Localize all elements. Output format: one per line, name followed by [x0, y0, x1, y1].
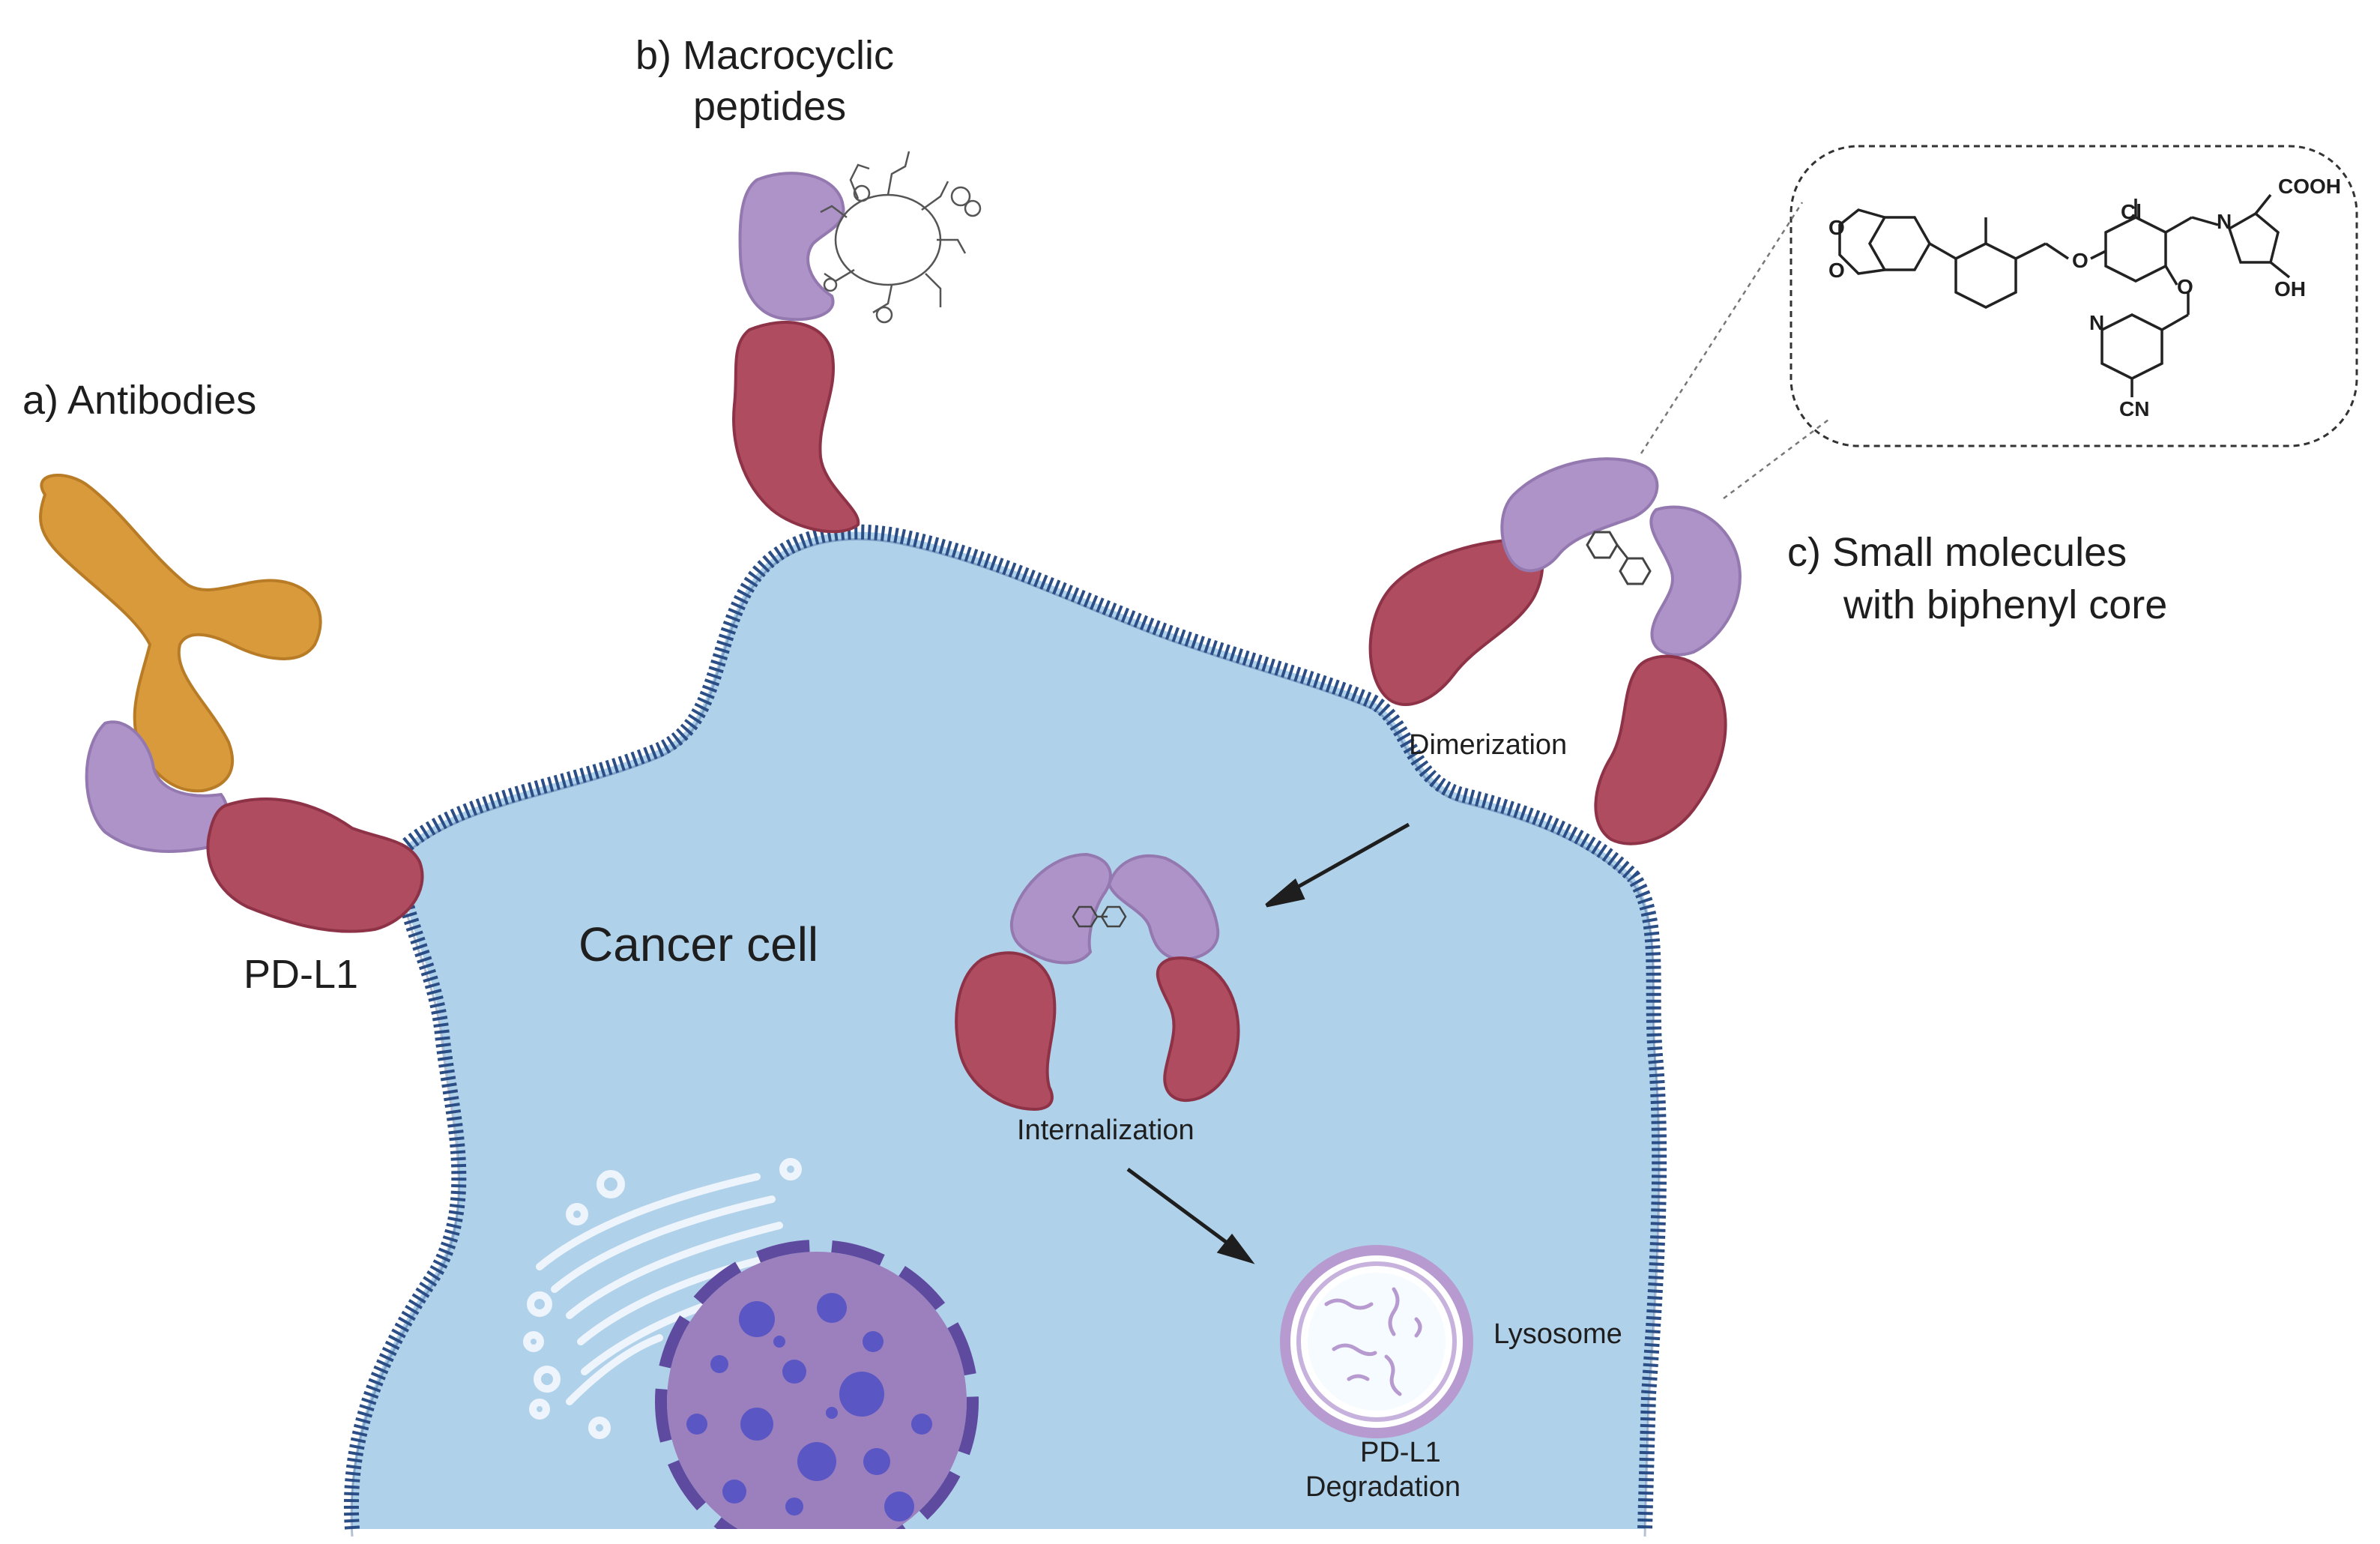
label-pd-l1: PD-L1 — [244, 952, 358, 997]
cell-membrane — [344, 524, 1667, 1530]
arrow-dimerization-to-internalization — [1265, 822, 1410, 908]
chem-label-cooh: COOH — [2278, 175, 2341, 198]
pd-l1-protein-internal-2 — [1156, 956, 1240, 1103]
pd-l1-protein-internal-1 — [955, 951, 1057, 1112]
chem-label-oh: OH — [2274, 277, 2306, 301]
nucleus-icon — [655, 1240, 979, 1529]
golgi-icon — [523, 1158, 802, 1439]
internalized-dimer-complex — [955, 852, 1240, 1112]
chem-label-o3: O — [2072, 249, 2088, 272]
receptor-domain-internal-1 — [1009, 852, 1112, 965]
label-small-molecules-line2: with biphenyl core — [1843, 582, 2167, 627]
lysosome-icon — [1280, 1245, 1473, 1438]
chem-label-o1: O — [1828, 216, 1845, 239]
pd-l1-protein-left — [206, 797, 424, 933]
chem-label-n-ring: N — [2089, 311, 2104, 334]
label-degradation-line2: Degradation — [1305, 1471, 1461, 1503]
receptor-domain-dimer-2 — [1649, 505, 1742, 657]
biphenyl-icon — [1072, 905, 1127, 928]
pd-l1-protein-right-1 — [1368, 537, 1544, 706]
antibody-complex — [39, 474, 424, 933]
chem-label-o4: O — [2177, 275, 2193, 298]
small-molecule-dimer-complex — [1368, 457, 1742, 845]
chem-label-o2: O — [1828, 259, 1845, 282]
label-small-molecules-line1: c) Small molecules — [1787, 530, 2127, 575]
label-lysosome: Lysosome — [1493, 1318, 1622, 1350]
chemical-structure-callout: COOH Cl N O O O O OH N CN — [1640, 145, 2358, 499]
pd-l1-protein-right-2 — [1594, 654, 1727, 845]
biphenyl-icon — [1586, 531, 1652, 585]
pd-l1-protein-middle — [732, 321, 860, 534]
macrocyclic-complex — [732, 151, 982, 534]
label-internalization: Internalization — [1017, 1115, 1194, 1146]
receptor-domain-dimer-1 — [1500, 457, 1659, 573]
label-degradation-line1: PD-L1 — [1360, 1437, 1441, 1468]
chemical-structure-bonds — [1838, 193, 2291, 397]
label-antibodies: a) Antibodies — [22, 378, 256, 423]
cell-membrane-inner — [350, 538, 1661, 1537]
receptor-domain-internal-2 — [1107, 854, 1220, 962]
macrocycle-icon — [820, 151, 982, 324]
chem-label-n: N — [2217, 210, 2232, 233]
receptor-domain-middle — [738, 172, 845, 322]
label-macrocyclic-line1: b) Macrocyclic — [635, 33, 894, 78]
arrow-internalization-to-degradation — [1126, 1167, 1255, 1264]
chem-label-cl: Cl — [2121, 200, 2142, 223]
chemical-structure-labels: COOH Cl N O O O O OH N CN — [1828, 175, 2341, 420]
label-cancer-cell: Cancer cell — [579, 917, 818, 971]
label-macrocyclic-line2: peptides — [693, 84, 846, 129]
label-dimerization: Dimerization — [1409, 729, 1567, 761]
antibody-heavy-arm — [39, 474, 322, 793]
chem-label-cn: CN — [2119, 397, 2149, 420]
